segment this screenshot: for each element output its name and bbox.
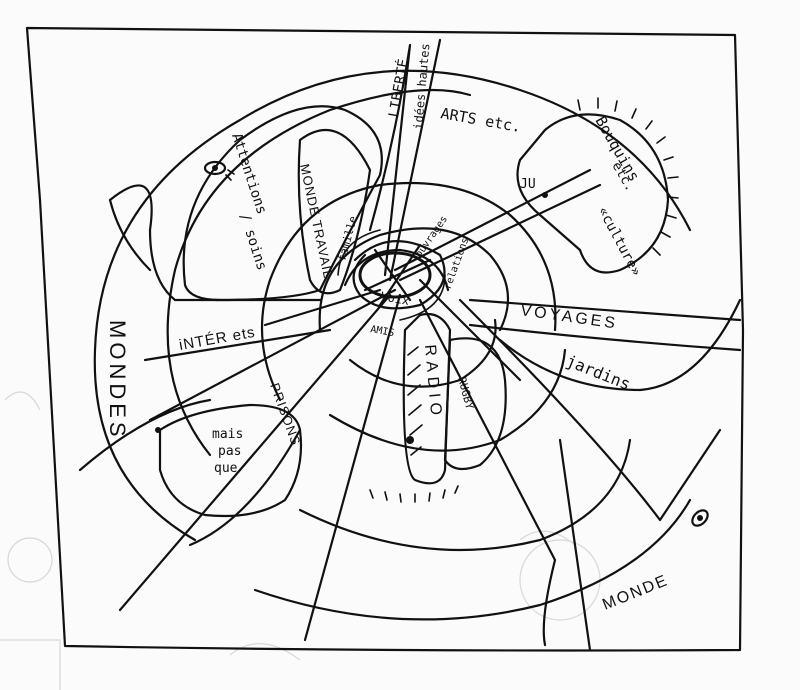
label-rugby: RUGBY — [455, 375, 476, 411]
label-prisons: PRISONS — [267, 381, 304, 448]
background-faint-sketches — [0, 391, 601, 690]
label-mais: mais — [212, 427, 243, 442]
mais-pas-que-box — [158, 403, 303, 518]
label-pas: pas — [218, 444, 241, 459]
label-monde-travail: MONDE TRAVAIL — [297, 163, 336, 281]
label-voix: Voix — [379, 289, 410, 308]
label-radio: RADIO — [421, 344, 445, 421]
label-jardins: jardins — [564, 351, 634, 394]
label-ouvrages: ouvrages — [413, 214, 450, 260]
label-amis: AMIS — [369, 324, 395, 339]
center-knot — [337, 229, 446, 321]
bouquins-ticks — [577, 97, 679, 256]
eye-icon — [691, 509, 709, 527]
label-que: que — [214, 461, 238, 476]
label-liberte: LIBERTÉ — [385, 58, 412, 119]
eye-icon — [203, 160, 235, 181]
voyages-band — [468, 298, 742, 322]
label-ju: JU — [520, 177, 536, 192]
mondes-zone — [108, 184, 322, 302]
bouquins-blob — [516, 113, 670, 274]
radio-capsule — [402, 312, 452, 485]
label-interets: iNTÉR ets — [178, 324, 257, 354]
label-arts: ARTS etc. — [439, 104, 522, 136]
radio-hatching — [407, 346, 423, 456]
monde-travail-lobe — [297, 128, 372, 295]
label-monde: MONDE — [600, 572, 671, 614]
rugby-capsule — [443, 337, 507, 471]
label-mondes: MONDES — [105, 320, 130, 441]
label-soins: / soins — [236, 211, 269, 272]
label-culture: «culture» — [594, 204, 644, 278]
outer-frame — [25, 26, 745, 652]
radiating-lines — [118, 38, 722, 652]
